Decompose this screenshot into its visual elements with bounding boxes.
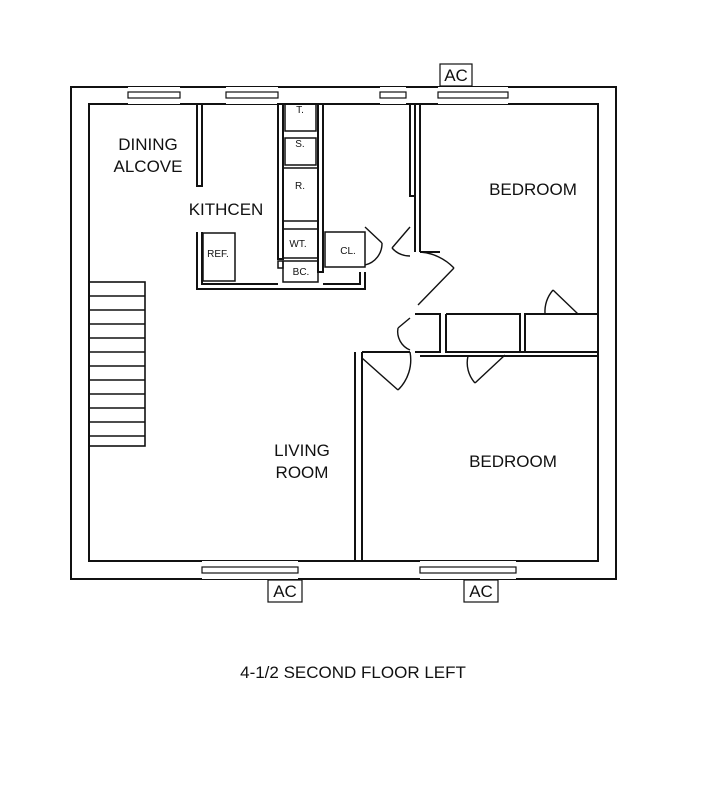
doors xyxy=(361,226,579,391)
fixture-ref-label: REF. xyxy=(207,249,229,260)
ac-label-top: AC xyxy=(444,66,468,85)
windows xyxy=(127,87,517,579)
living-label-line1: LIVING xyxy=(274,441,330,460)
fixture-r-label: R. xyxy=(295,181,305,192)
fixture-ref xyxy=(202,232,236,282)
dining-label-line1: DINING xyxy=(118,135,178,154)
ac-box-bottom-right xyxy=(463,579,499,603)
bedroom-2-label: BEDROOM xyxy=(469,452,557,471)
fixture-r xyxy=(282,167,319,222)
fixture-bc xyxy=(282,260,319,283)
fixture-wt xyxy=(282,228,319,259)
plan-caption: 4-1/2 SECOND FLOOR LEFT xyxy=(240,663,466,682)
fixture-t-label: T. xyxy=(296,105,304,116)
fixture-s xyxy=(284,137,317,166)
bedroom-1-label: BEDROOM xyxy=(489,180,577,199)
ac-box-top xyxy=(439,63,473,87)
fixture-wt-label: WT. xyxy=(289,239,306,250)
fixture-s-label: S. xyxy=(295,139,304,150)
kitchen-fixtures xyxy=(202,103,319,283)
ac-label-bottom-right: AC xyxy=(469,582,493,601)
fixture-bc-label: BC. xyxy=(293,267,310,278)
kitchen-label: KITHCEN xyxy=(189,200,264,219)
ac-label-bottom-left: AC xyxy=(273,582,297,601)
dining-label-line2: ALCOVE xyxy=(114,157,183,176)
stairs xyxy=(88,281,146,447)
ac-box-bottom-left xyxy=(267,579,303,603)
fixture-t xyxy=(284,103,317,132)
living-label-line2: ROOM xyxy=(276,463,329,482)
fixture-cl-label: CL. xyxy=(340,246,356,257)
